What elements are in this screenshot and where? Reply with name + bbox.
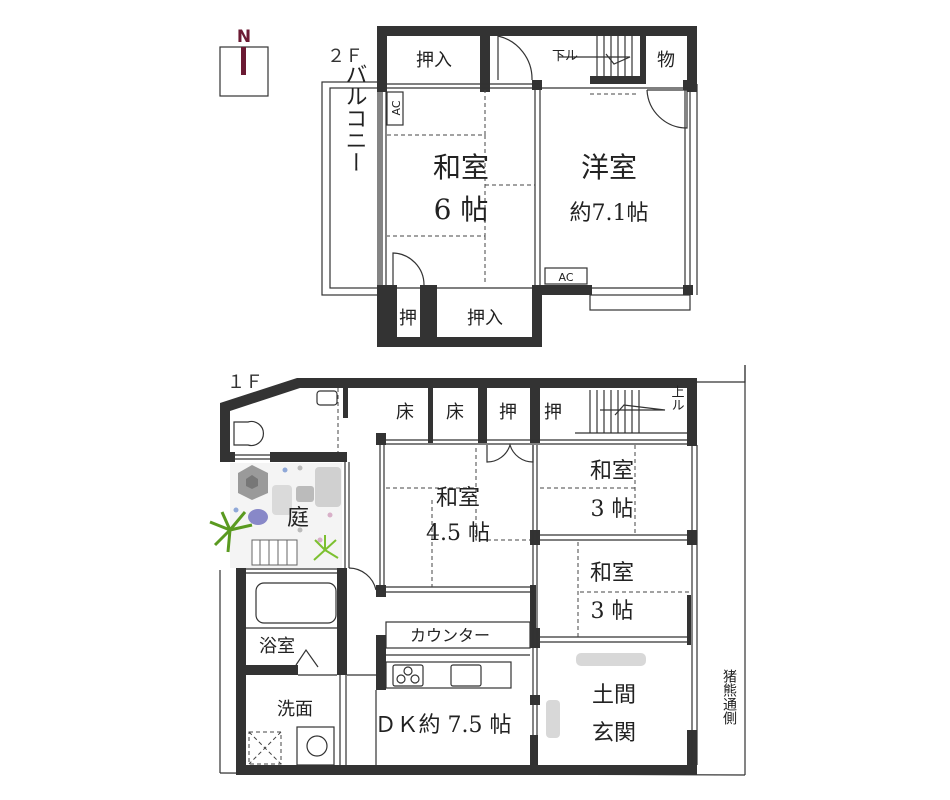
plant-icon bbox=[209, 511, 253, 553]
counter-label: カウンター bbox=[410, 626, 490, 645]
stairs-up-label: 上ル bbox=[669, 385, 685, 411]
floor-2-plan: ２Ｆ bbox=[321, 26, 698, 347]
ac-unit-label: AC bbox=[558, 271, 573, 284]
door-icon bbox=[348, 567, 377, 591]
room-doma: 土間 bbox=[592, 683, 636, 708]
room-closet-1: 押 bbox=[499, 402, 517, 423]
room-closet-bottom: 押入 bbox=[467, 308, 503, 329]
room-closet-top: 押入 bbox=[416, 50, 452, 71]
room-bathroom: 浴室 bbox=[259, 636, 295, 657]
room-washitsu-6-name: 和室 bbox=[433, 151, 489, 184]
room-dining-kitchen: ＤＫ約 7.5 帖 bbox=[375, 713, 512, 738]
room-garden: 庭 bbox=[287, 506, 309, 531]
room-washitsu-6-size: 6 帖 bbox=[434, 193, 489, 226]
compass-north-label: N bbox=[237, 27, 251, 47]
garden-illustration bbox=[209, 463, 342, 568]
counter bbox=[385, 621, 531, 649]
door-icon bbox=[392, 252, 425, 286]
north-arrow-icon bbox=[241, 47, 246, 75]
balcony-outline bbox=[321, 81, 381, 296]
room-yoshitsu-size: 約7.1帖 bbox=[570, 201, 649, 226]
street-side-label: 猪熊通側 bbox=[721, 669, 737, 725]
floor-1-plan: １Ｆ bbox=[209, 365, 746, 776]
stairs-icon bbox=[558, 36, 633, 78]
door-icon bbox=[646, 89, 688, 129]
room-washitsu-45-name: 和室 bbox=[436, 486, 480, 511]
double-door-icon bbox=[486, 442, 534, 463]
compass: N bbox=[219, 27, 269, 97]
stove-icon bbox=[392, 664, 424, 687]
room-washitsu-3a-size: 3 帖 bbox=[591, 497, 634, 522]
room-balcony: バルコニー bbox=[342, 63, 367, 173]
door-icon bbox=[497, 35, 533, 81]
room-washitsu-45-size: 4.5 帖 bbox=[426, 521, 490, 546]
room-washroom: 洗面 bbox=[277, 699, 313, 720]
floor-2-label: ２Ｆ bbox=[327, 46, 363, 67]
washing-machine-icon bbox=[248, 726, 335, 766]
room-closet-small: 押 bbox=[399, 308, 417, 329]
plant-icon bbox=[313, 535, 339, 561]
room-alcove-2: 床 bbox=[446, 402, 464, 423]
toilet-icon bbox=[233, 388, 339, 452]
room-closet-2: 押 bbox=[544, 402, 562, 423]
room-yoshitsu-name: 洋室 bbox=[581, 151, 637, 184]
room-washitsu-3a-name: 和室 bbox=[590, 459, 634, 484]
floor-1-label: １Ｆ bbox=[227, 372, 263, 393]
stairs-down-label: 下ル bbox=[552, 49, 578, 64]
room-entrance: 玄関 bbox=[592, 721, 636, 746]
ac-unit-label: AC bbox=[390, 100, 403, 115]
bathtub-icon bbox=[255, 582, 337, 624]
stairs-icon bbox=[575, 390, 687, 434]
kitchen-counter bbox=[385, 661, 512, 689]
room-washitsu-3b-name: 和室 bbox=[590, 561, 634, 586]
step-stone bbox=[546, 700, 560, 738]
step-stone bbox=[576, 653, 646, 666]
room-alcove-1: 床 bbox=[396, 402, 414, 423]
room-washitsu-3b-size: 3 帖 bbox=[591, 599, 634, 624]
sink-icon bbox=[450, 664, 482, 687]
room-storage: 物 bbox=[657, 50, 675, 71]
